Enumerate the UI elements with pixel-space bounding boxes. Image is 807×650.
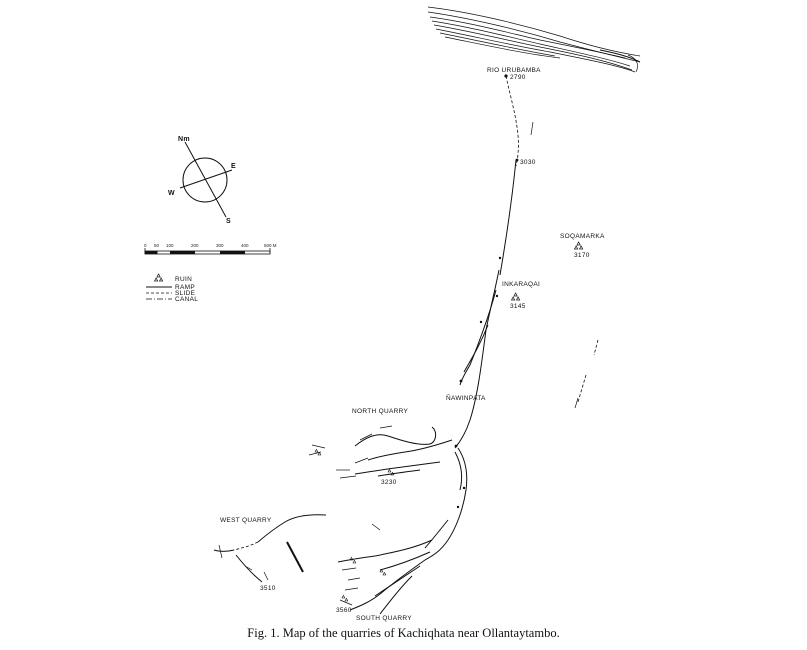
svg-text:50: 50 [154,243,160,248]
compass-south: S [226,218,231,225]
west-quarry-elevation: 3510 [260,585,276,592]
west-quarry-slide [286,541,304,573]
elevation-top: 2790 [510,74,526,81]
elevation-upper: 3030 [520,159,536,166]
north-quarry-elevation: 3230 [381,479,397,486]
svg-text:100: 100 [166,243,174,248]
ramp-markers [454,74,519,509]
legend-label-canal: CANAL [175,296,198,303]
scale-bar [144,248,271,255]
nawinpata-label: ÑAWINPATA [446,393,486,402]
scale-ticks: 0 50 100 200 300 400 500 M [144,243,277,248]
inkaraqai-elevation: 3145 [510,303,526,310]
svg-text:200: 200 [191,243,199,248]
soqamarka-elevation: 3170 [574,252,590,259]
legend: RUIN RAMP SLIDE CANAL [146,273,198,303]
svg-text:500 M: 500 M [264,243,277,248]
north-quarry-label: NORTH QUARRY [352,408,408,415]
svg-text:300: 300 [216,243,224,248]
compass-east: E [231,163,236,170]
legend-ruin-icon [153,273,164,282]
soqamarka-label: SOQAMARKA [560,233,605,240]
figure-caption: Fig. 1. Map of the quarries of Kachiqhat… [247,626,560,640]
compass-west: W [168,190,175,197]
compass-rose [179,141,233,218]
central-ramps [337,519,449,615]
north-quarry-ramps [308,425,453,479]
river-urubamba [427,6,641,73]
legend-label-ramp: RAMP [175,284,195,291]
compass-north: Nm [178,136,190,143]
main-ramp [424,75,519,561]
inkaraqai-label: INKARAQAI [502,281,540,288]
inkaraqai-ruin-icon [510,292,521,301]
svg-text:0: 0 [144,243,147,248]
river-label: RIO URUBAMBA [487,67,541,74]
soqamarka-ruin-icon [573,241,584,250]
south-quarry-ruin-icons [341,556,387,602]
south-quarry-label: SOUTH QUARRY [356,615,412,622]
svg-text:400: 400 [241,243,249,248]
west-quarry-label: WEST QUARRY [220,517,272,524]
legend-label-slide: SLIDE [175,290,196,297]
legend-label-ruin: RUIN [175,276,192,283]
north-quarry-ruin-icons [314,448,395,476]
eastern-traces [530,121,599,409]
west-quarry-ramps [213,514,327,583]
south-quarry-elevation: 3560 [336,607,352,614]
